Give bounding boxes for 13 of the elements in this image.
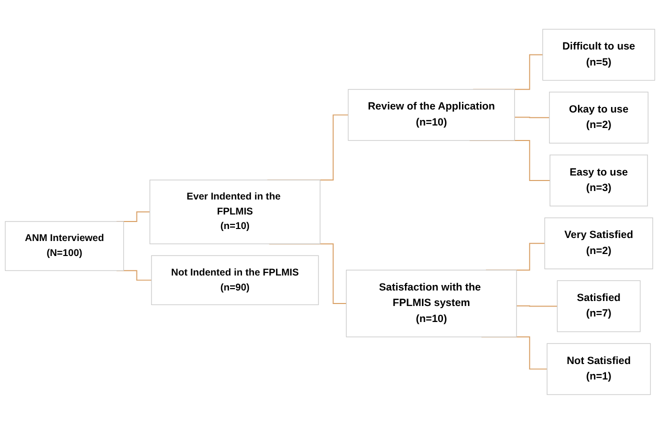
node-box: Ever Indented in the FPLMIS (n=10) [150,180,320,244]
node-box: Easy to use (n=3) [550,154,648,206]
node-box: ANM Interviewed (N=100) [4,221,124,272]
node-box: Okay to use (n=2) [549,92,648,144]
node-box: Very Satisfied (n=2) [544,218,654,270]
node-box: Not Satisfied (n=1) [546,343,651,396]
node-box: Review of the Application (n=10) [348,89,515,141]
connector [514,116,550,118]
node-box: Satisfaction with the FPLMIS system (n=10) [346,270,517,338]
node-box: Not Indented in the FPLMIS (n=90) [151,255,319,306]
node-box: Difficult to use (n=5) [542,28,656,81]
connector [516,305,558,307]
node-box: Satisfied (n=7) [556,280,641,332]
